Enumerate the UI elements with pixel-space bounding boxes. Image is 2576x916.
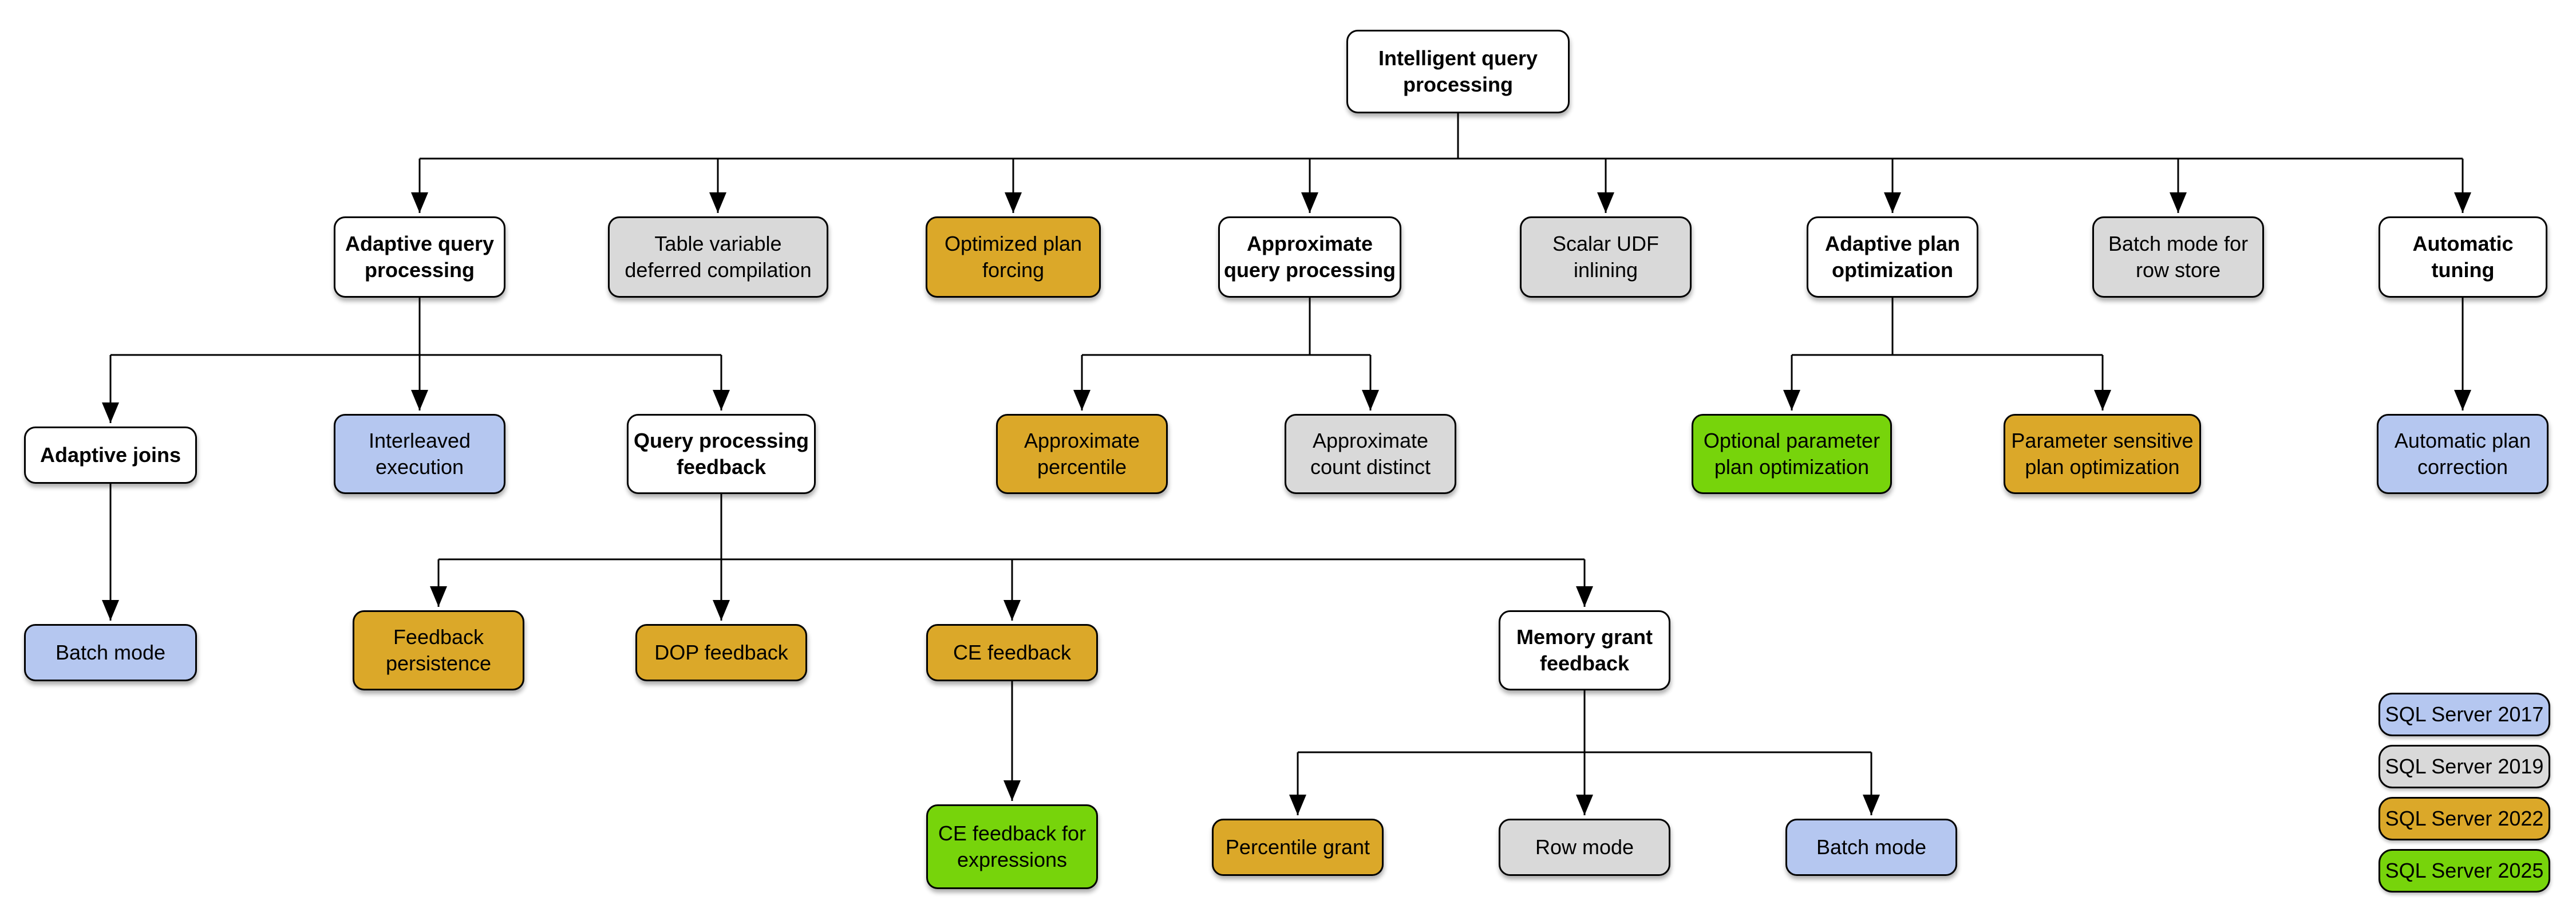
node-approximate-percentile: Approximate percentile	[996, 414, 1168, 494]
node-feedback-persistence: Feedback persistence	[353, 610, 524, 690]
node-automatic-plan-correction: Automatic plan correction	[2377, 414, 2549, 494]
node-percentile-grant: Percentile grant	[1212, 819, 1384, 876]
node-adaptive-plan-optimization: Adaptive plan optimization	[1807, 216, 1978, 298]
node-memory-grant-feedback: Memory grant feedback	[1499, 610, 1670, 690]
node-ce-feedback: CE feedback	[926, 624, 1098, 681]
node-dop-feedback: DOP feedback	[635, 624, 807, 681]
node-batch-mode: Batch mode	[24, 624, 197, 681]
node-adaptive-joins: Adaptive joins	[24, 427, 197, 484]
node-table-variable-deferred-compilation: Table variable deferred compilation	[608, 216, 828, 298]
node-query-processing-feedback: Query processing feedback	[627, 414, 816, 494]
node-ce-feedback-for-expressions: CE feedback for expressions	[926, 804, 1098, 889]
node-intelligent-query-processing: Intelligent query processing	[1346, 30, 1570, 113]
node-scalar-udf-inlining: Scalar UDF inlining	[1520, 216, 1692, 298]
legend-item-sql-server-2017: SQL Server 2017	[2379, 693, 2550, 736]
node-row-mode: Row mode	[1499, 819, 1670, 876]
node-interleaved-execution: Interleaved execution	[334, 414, 505, 494]
legend-item-sql-server-2025: SQL Server 2025	[2379, 849, 2550, 893]
node-parameter-sensitive-plan-optimization: Parameter sensitive plan optimization	[2004, 414, 2201, 494]
node-optional-parameter-plan-optimization: Optional parameter plan optimization	[1692, 414, 1892, 494]
node-batch-mode-memory-grant: Batch mode	[1785, 819, 1957, 876]
node-batch-mode-for-row-store: Batch mode for row store	[2092, 216, 2264, 298]
node-adaptive-query-processing: Adaptive query processing	[334, 216, 505, 298]
legend-item-sql-server-2022: SQL Server 2022	[2379, 797, 2550, 840]
legend-item-sql-server-2019: SQL Server 2019	[2379, 745, 2550, 788]
node-approximate-count-distinct: Approximate count distinct	[1285, 414, 1456, 494]
node-optimized-plan-forcing: Optimized plan forcing	[926, 216, 1101, 298]
node-automatic-tuning: Automatic tuning	[2379, 216, 2547, 298]
node-approximate-query-processing: Approximate query processing	[1218, 216, 1401, 298]
